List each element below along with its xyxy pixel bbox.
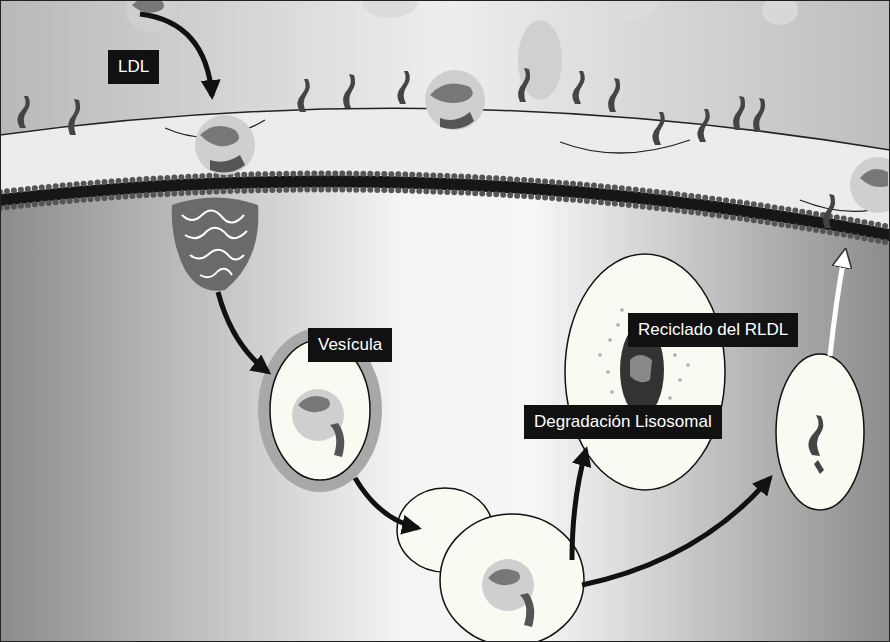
recycling-vesicle-part (776, 354, 864, 510)
pathway-arrows-part (830, 252, 845, 356)
endosome (397, 488, 584, 642)
lysosome-part-part (616, 323, 620, 327)
lysosome-part-part (610, 390, 614, 394)
ldl-receptors-part (397, 71, 409, 104)
ldl-particles-part (200, 126, 239, 146)
ldl-particles-part (430, 83, 473, 103)
endocytosis-illustration-part (602, 0, 658, 20)
recycling-vesicle (776, 354, 864, 510)
ldl-particles (126, 0, 890, 213)
ldl-receptors-part (733, 96, 745, 130)
pathway-arrows-part (218, 292, 268, 372)
callout-label: Degradación Lisosomal (534, 412, 712, 432)
callout-label: Reciclado del RLDL (638, 320, 788, 340)
plasma-membrane-part (0, 189, 890, 243)
callout-label-box: LDL (108, 50, 159, 84)
recycling-vesicle-part (808, 415, 824, 474)
pathway-arrows-part (572, 450, 586, 560)
coated-pit-part (182, 210, 247, 277)
callout-label: Vesícula (318, 335, 382, 355)
plasma-membrane-part (0, 181, 890, 235)
endocytosis-illustration-part (762, 0, 798, 25)
extracellular-space (0, 0, 890, 235)
pathway-arrows-part (355, 478, 418, 528)
lysosome-part-part (606, 370, 610, 374)
plasma-membrane-part (0, 173, 890, 227)
callout-label-box: Vesícula (308, 328, 392, 362)
lysosome-part-part (673, 353, 677, 357)
lysosome-part-part (668, 396, 672, 400)
ldl-receptors-part (753, 98, 765, 132)
ldl-receptors-part (572, 71, 584, 104)
endosome-part (520, 593, 534, 627)
ldl-particles-part (195, 115, 255, 175)
ldl-receptors-part (343, 74, 355, 108)
endosome-part (488, 569, 520, 585)
ldl-particles-part (210, 155, 245, 173)
lysosome-part-part (686, 363, 690, 367)
ldl-receptors (17, 68, 835, 228)
lysosome (565, 254, 725, 490)
callout-label-box: Reciclado del RLDL (628, 313, 798, 347)
ldl-receptors-part (17, 96, 29, 128)
pathway-arrows (140, 14, 845, 585)
endocytosis-illustration-part (362, 0, 418, 18)
endocytosis-illustration-part (560, 140, 690, 153)
callout-label-box: Degradación Lisosomal (524, 405, 722, 439)
lysosome-part-part (608, 338, 612, 342)
coated-vesicle-part (258, 328, 382, 492)
ldl-particles-part (425, 70, 485, 130)
coated-vesicle (258, 328, 382, 492)
lysosome-part-part (620, 308, 624, 312)
ldl-particles-part (860, 169, 888, 187)
ldl-receptors-part (68, 99, 80, 135)
coated-vesicle-part (330, 423, 344, 457)
ldl-receptors-part (697, 109, 709, 142)
lysosome-part (630, 355, 652, 382)
ldl-receptors-part (652, 112, 664, 145)
pathway-arrows-part (582, 478, 770, 585)
ldl-particles-part (132, 0, 164, 13)
ldl-receptors-part (518, 68, 530, 102)
endosome-part (440, 514, 584, 642)
lysosome-part-part (678, 378, 682, 382)
ldl-receptors-part (608, 78, 620, 112)
ldl-particles-part (440, 112, 474, 129)
lysosome-part (565, 254, 725, 490)
ldl-receptors-part (823, 194, 835, 228)
ldl-receptors-part (297, 79, 309, 112)
plasma-membrane (0, 173, 890, 243)
coated-pit-part (172, 198, 259, 291)
coated-vesicle-part (298, 396, 330, 412)
ldl-particles-part (850, 157, 890, 213)
coated-pit (172, 198, 259, 291)
lysosome-part-part (598, 353, 602, 357)
callout-label: LDL (118, 57, 149, 77)
